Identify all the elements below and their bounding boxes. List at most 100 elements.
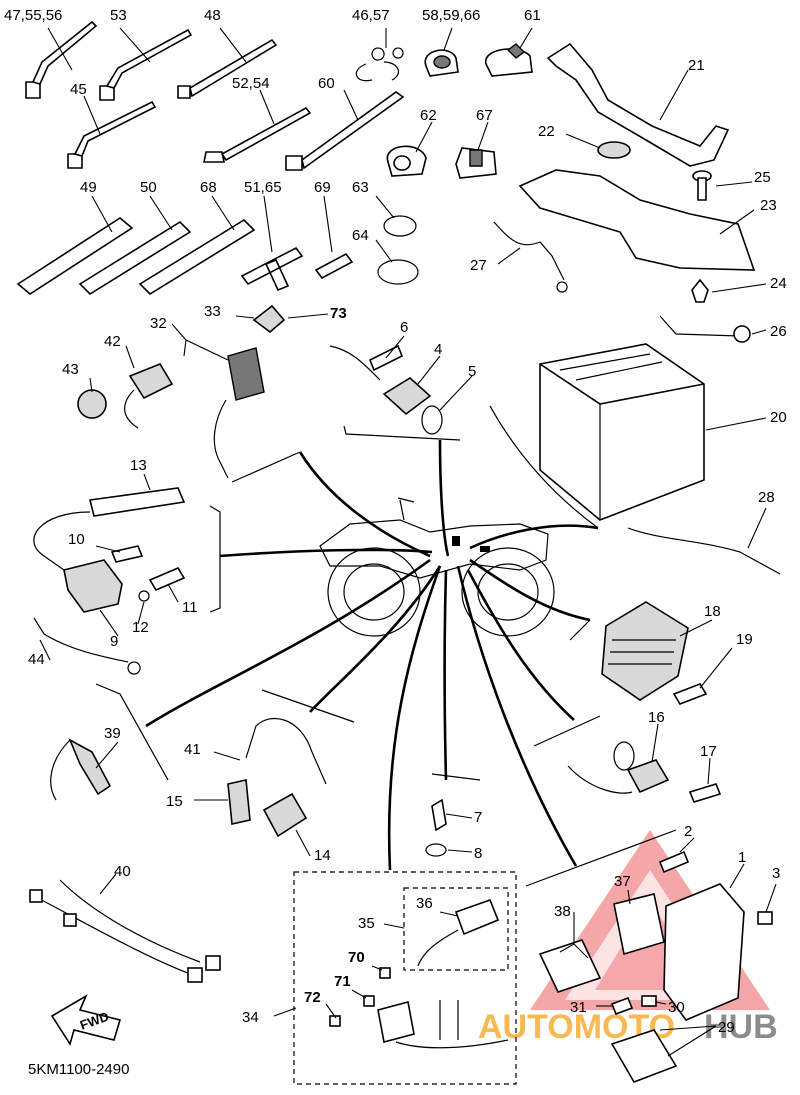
label-19: 19 (736, 631, 753, 648)
label-9: 9 (110, 633, 118, 650)
label-43: 43 (62, 361, 79, 378)
bolt-17 (688, 783, 722, 803)
grommet-22 (597, 141, 631, 159)
label-34: 34 (242, 1009, 259, 1026)
relay-38 (538, 939, 602, 993)
bolt-25 (692, 170, 712, 201)
fuse-box-group-34 (293, 871, 517, 1085)
group-brace-20 (489, 405, 599, 529)
label-6: 6 (400, 319, 408, 336)
label-12: 12 (132, 619, 149, 636)
label-72: 72 (304, 989, 321, 1006)
label-47-55-56: 47,55,56 (4, 7, 62, 24)
label-58-59-66: 58,59,66 (422, 7, 480, 24)
bolt-11 (148, 566, 186, 592)
fuse-71 (363, 995, 375, 1007)
label-3: 3 (772, 865, 780, 882)
callout-labels: 47,55,56 53 48 46,57 58,59,66 61 45 52,5… (4, 7, 787, 1078)
label-38: 38 (554, 903, 571, 920)
label-25: 25 (754, 169, 771, 186)
clamp-67 (455, 147, 497, 179)
label-52-54: 52,54 (232, 75, 270, 92)
label-29: 29 (718, 1019, 735, 1036)
label-44: 44 (28, 651, 45, 668)
label-51-65: 51,65 (244, 179, 282, 196)
label-41: 41 (184, 741, 201, 758)
fuse-box-harness (395, 1000, 509, 1049)
cable-tie-47 (25, 20, 98, 99)
tee-joint-51 (240, 246, 304, 292)
hose-49 (16, 217, 134, 295)
hose-50 (78, 220, 192, 296)
atv-vehicle (319, 497, 555, 637)
breather-pipe-28 (627, 527, 781, 575)
label-69: 69 (314, 179, 331, 196)
label-46-57: 46,57 (352, 7, 390, 24)
clamp-61 (485, 43, 533, 77)
label-48: 48 (204, 7, 221, 24)
lead-wire-27 (493, 221, 568, 293)
fuse-70 (379, 967, 391, 979)
label-2: 2 (684, 823, 692, 840)
ignition-coil-9 (33, 511, 123, 613)
label-23: 23 (760, 197, 777, 214)
battery-cap-26 (659, 315, 751, 343)
label-21: 21 (688, 57, 705, 74)
group-brace-32 (231, 451, 301, 483)
label-60: 60 (318, 75, 335, 92)
lead-44 (33, 617, 141, 675)
group-brace-16 (533, 715, 601, 747)
group-brace-39 (95, 683, 169, 781)
label-30: 30 (668, 999, 685, 1016)
sub-harness-40 (29, 879, 221, 983)
lead-36 (417, 929, 459, 967)
label-70: 70 (348, 949, 365, 966)
washer-8 (425, 843, 447, 857)
battery-20 (539, 343, 705, 521)
label-68: 68 (200, 179, 217, 196)
group-brace-18 (569, 619, 591, 641)
label-26: 26 (770, 323, 787, 340)
label-14: 14 (314, 847, 331, 864)
label-13: 13 (130, 457, 147, 474)
label-73: 73 (330, 305, 347, 322)
label-16: 16 (648, 709, 665, 726)
fuse-box (377, 1001, 415, 1043)
relay-16 (567, 741, 670, 794)
label-27: 27 (470, 257, 487, 274)
label-36: 36 (416, 895, 433, 912)
socket-42 (124, 363, 174, 429)
label-17: 17 (700, 743, 717, 760)
switch-15 (227, 779, 251, 825)
label-7: 7 (474, 809, 482, 826)
o-ring-63 (383, 215, 417, 237)
diagram-code: 5KM1100-2490 (28, 1061, 129, 1078)
washer-12 (138, 590, 150, 602)
switch-7 (431, 798, 447, 832)
fwd-arrow: FWD (50, 994, 122, 1046)
label-32: 32 (150, 315, 167, 332)
sensor-39 (50, 738, 112, 801)
label-5: 5 (468, 363, 476, 380)
label-20: 20 (770, 409, 787, 426)
starter-relay-29 (610, 1029, 678, 1083)
key-cap-33 (252, 304, 286, 334)
harness-leaders (145, 439, 599, 871)
o-ring-5 (421, 405, 443, 435)
cable-tie-52 (203, 106, 312, 163)
joint-69 (314, 252, 354, 280)
unit-36 (454, 898, 500, 936)
bracket-21 (546, 42, 730, 167)
label-31: 31 (570, 999, 587, 1016)
label-33: 33 (204, 303, 221, 320)
label-8: 8 (474, 845, 482, 862)
label-18: 18 (704, 603, 721, 620)
sensor-4 (329, 345, 432, 416)
o-ring-64 (377, 259, 419, 285)
label-53: 53 (110, 7, 127, 24)
cable-tie-45 (67, 100, 157, 169)
lead-41 (245, 718, 327, 785)
label-15: 15 (166, 793, 183, 810)
watermark-brand-b: HUB (704, 1008, 778, 1046)
